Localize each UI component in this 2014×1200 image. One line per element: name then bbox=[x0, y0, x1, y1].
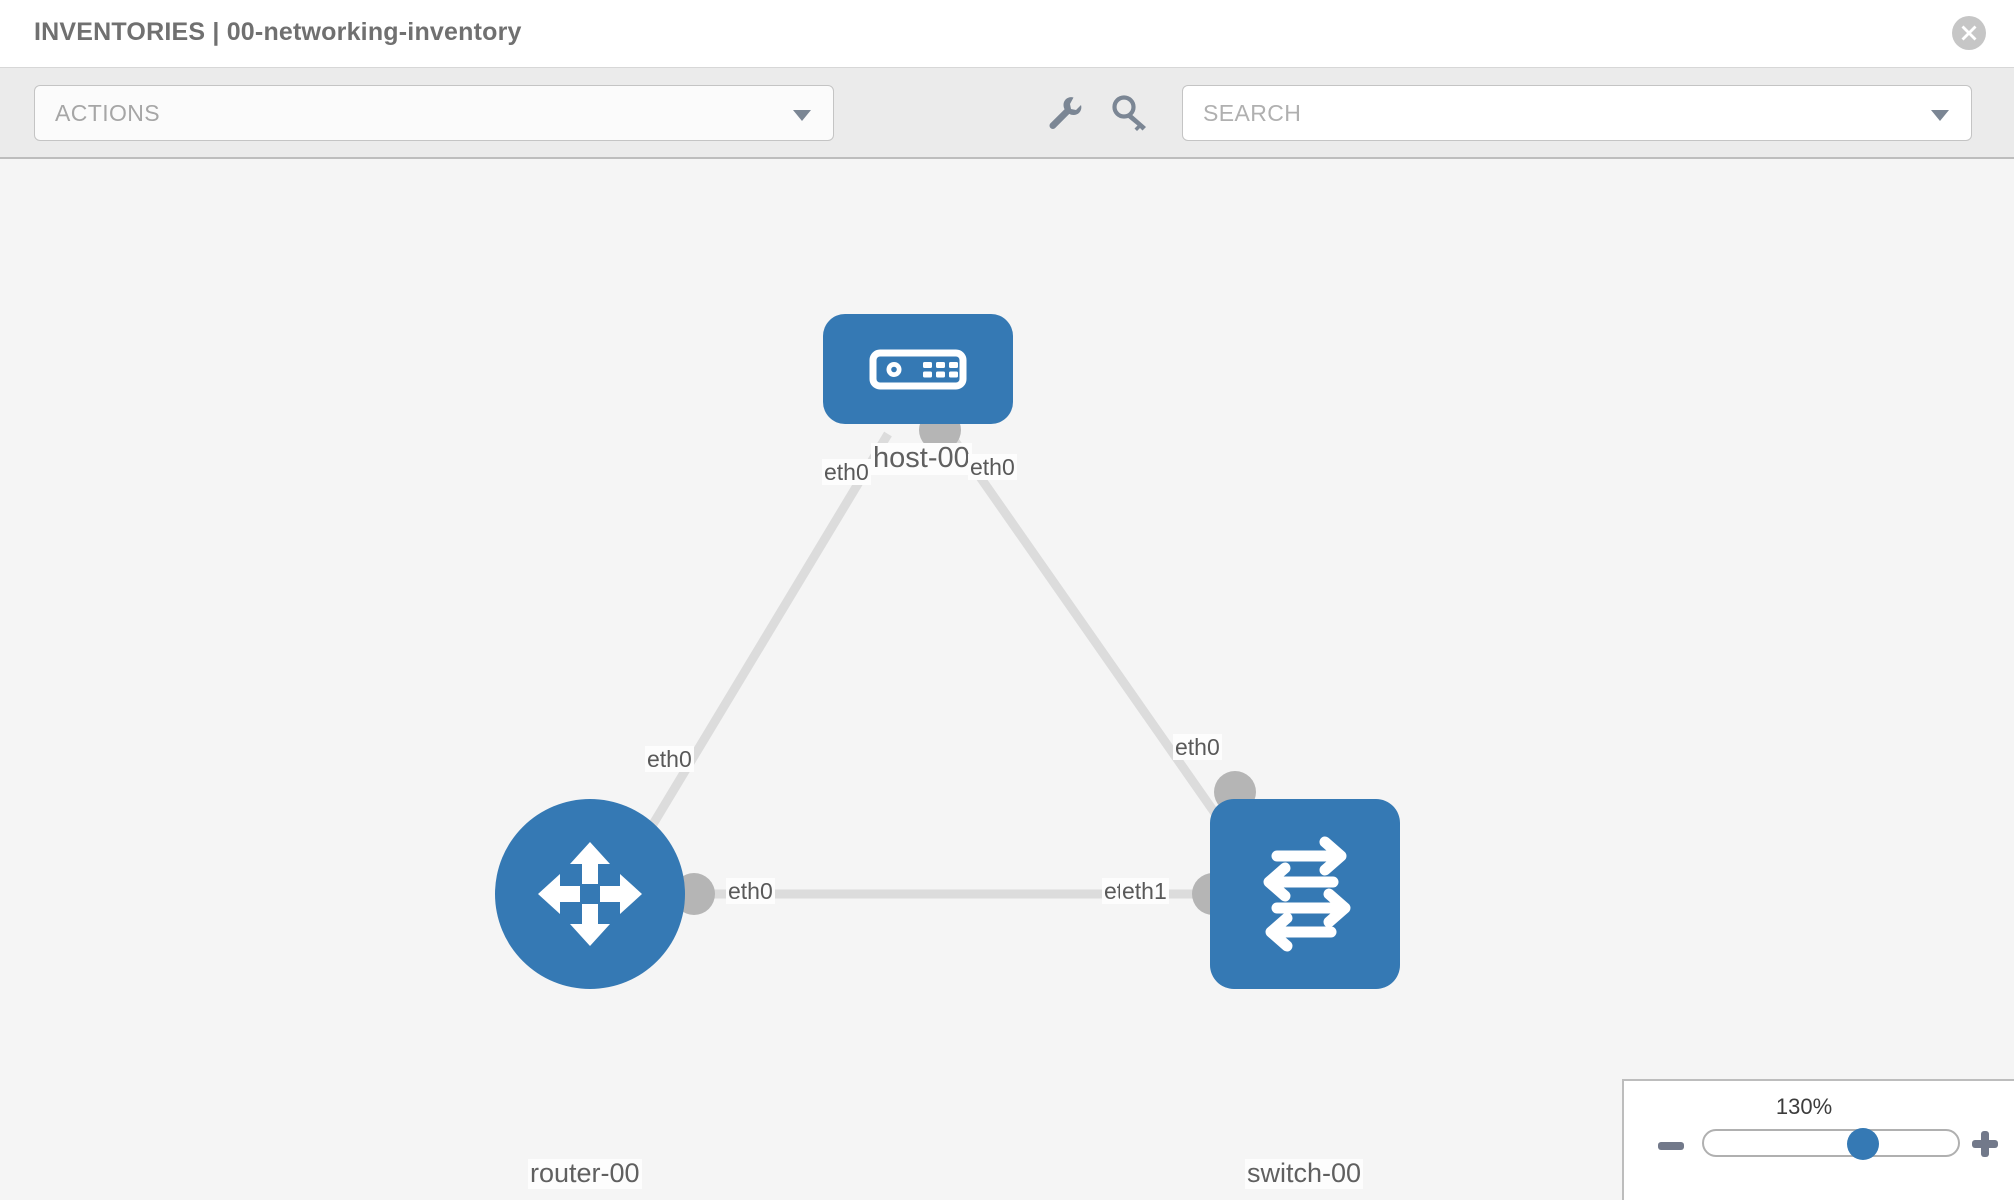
zoom-level-label: 130% bbox=[1775, 1094, 1833, 1119]
toolbar: ACTIONS SEARCH bbox=[0, 68, 2014, 159]
server-icon bbox=[869, 349, 967, 390]
edge-label-host-right: eth0 bbox=[968, 454, 1017, 481]
key-icon[interactable] bbox=[1110, 94, 1152, 134]
node-router-00[interactable] bbox=[495, 799, 685, 989]
four-way-arrows-icon bbox=[538, 842, 642, 946]
minus-icon[interactable] bbox=[1658, 1142, 1684, 1150]
chevron-down-icon bbox=[793, 110, 811, 121]
switch-node-shape bbox=[1210, 799, 1400, 989]
edge-label-router-up: eth0 bbox=[645, 746, 694, 773]
wrench-icon[interactable] bbox=[1043, 94, 1085, 134]
search-placeholder: SEARCH bbox=[1203, 100, 1302, 126]
edge-label-switch-up: eth0 bbox=[1173, 734, 1222, 761]
chevron-down-icon[interactable] bbox=[1931, 110, 1949, 121]
plus-icon[interactable] bbox=[1972, 1131, 1998, 1157]
actions-dropdown-label: ACTIONS bbox=[55, 100, 161, 126]
switch-arrows-icon bbox=[1263, 836, 1351, 952]
zoom-slider-track[interactable] bbox=[1702, 1129, 1960, 1157]
search-input[interactable]: SEARCH bbox=[1182, 85, 1972, 141]
node-label-switch: switch-00 bbox=[1245, 1158, 1364, 1189]
router-node-shape bbox=[495, 799, 685, 989]
node-label-router: router-00 bbox=[528, 1158, 642, 1189]
zoom-slider-handle[interactable] bbox=[1847, 1128, 1879, 1160]
host-node-shape bbox=[823, 314, 1013, 424]
actions-dropdown[interactable]: ACTIONS bbox=[34, 85, 834, 141]
edge-label-host-left: eth0 bbox=[822, 459, 871, 486]
close-icon[interactable] bbox=[1952, 16, 1986, 50]
node-switch-00[interactable] bbox=[1210, 799, 1400, 989]
page-title: INVENTORIES | 00-networking-inventory bbox=[34, 18, 522, 46]
topology-canvas[interactable]: host-00 router-00 switch-00 eth0 eth0 et… bbox=[0, 159, 2014, 1200]
edge-label-switch-left: eth1 bbox=[1120, 878, 1169, 905]
page-header: INVENTORIES | 00-networking-inventory bbox=[0, 0, 2014, 68]
node-label-host: host-00 bbox=[871, 442, 972, 475]
node-host-00[interactable] bbox=[823, 314, 1013, 424]
edge-label-router-right: eth0 bbox=[726, 878, 775, 905]
zoom-control-panel: 130% bbox=[1622, 1079, 2014, 1200]
